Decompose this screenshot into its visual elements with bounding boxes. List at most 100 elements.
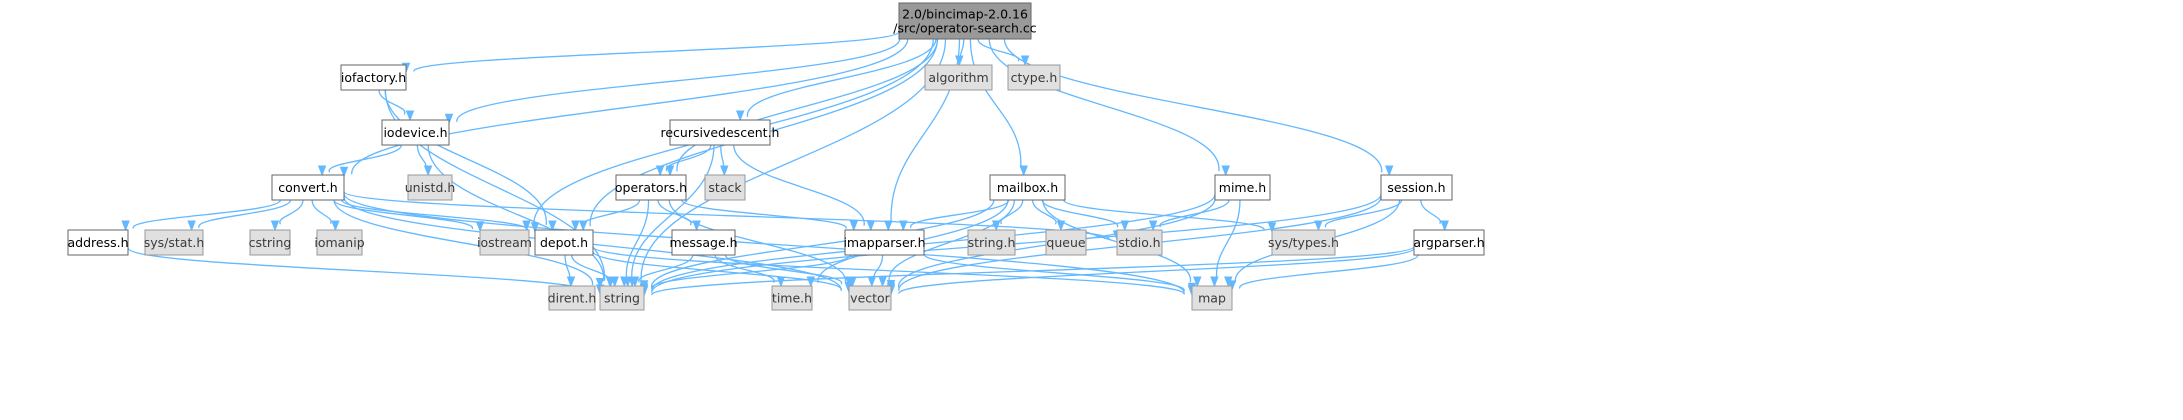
node-label: address.h <box>67 235 128 250</box>
edge-line <box>898 247 1415 295</box>
edge-line <box>651 254 851 290</box>
edge-arrowhead <box>1384 165 1394 177</box>
edge-line <box>1325 199 1403 228</box>
edge-depot_h-to-dirent_h <box>564 254 576 288</box>
edge-iofactory_h-to-iodevice_h <box>378 89 415 122</box>
node-label: unistd.h <box>405 180 456 195</box>
edge-root-to-mailbox_h <box>969 38 1028 177</box>
node-box <box>316 229 363 256</box>
edge-convert_h-to-string <box>333 199 605 289</box>
edge-line <box>378 89 406 115</box>
edge-arrowhead <box>878 276 887 288</box>
edge-line <box>988 38 1220 172</box>
edge-arrowhead <box>566 276 576 288</box>
node-mailbox-h[interactable]: mailbox.h <box>989 174 1066 201</box>
edge-line <box>351 38 909 175</box>
edge-line <box>724 254 842 285</box>
node-root[interactable]: 2.0/bincimap-2.0.16/src/operator-search.… <box>893 2 1037 40</box>
edge-operators_h-to-string <box>620 199 650 288</box>
node-label: convert.h <box>278 180 337 195</box>
node-label: stack <box>708 180 742 195</box>
edge-line <box>1420 199 1441 225</box>
node-box <box>144 229 204 256</box>
node-iofactory-h[interactable]: iofactory.h <box>340 64 407 91</box>
edge-argparser_h-to-map <box>1227 254 1419 292</box>
edge-arrowhead <box>1120 220 1130 232</box>
edge-line <box>959 38 965 58</box>
edge-convert_h-to-iomanip <box>311 199 340 232</box>
edge-line <box>1063 199 1265 232</box>
edge-root-to-ctype_h <box>977 38 1030 67</box>
node-box <box>844 229 925 256</box>
edge-root-to-mime_h <box>988 38 1230 177</box>
node-label: string.h <box>968 235 1016 250</box>
node-argparser-h[interactable]: argparser.h <box>1413 229 1485 256</box>
edge-line <box>977 38 1020 62</box>
edge-arrowhead <box>339 166 349 178</box>
edge-arrowhead <box>849 220 859 232</box>
edge-mailbox_h-to-queue <box>1031 199 1066 232</box>
edge-root-to-session_h <box>1003 38 1394 177</box>
edge-convert_h-to-address_h <box>121 199 282 232</box>
node-label: sys/types.h <box>1268 235 1339 250</box>
node-box <box>67 229 129 256</box>
node-label: /src/operator-search.cc <box>893 21 1037 36</box>
node-iodevice-h[interactable]: iodevice.h <box>381 119 450 146</box>
node-address-h[interactable]: address.h <box>67 229 129 256</box>
node-box <box>848 285 892 311</box>
node-recursivedescent-h[interactable]: recursivedescent.h <box>661 119 780 146</box>
edge-message_h-to-vector <box>724 254 854 288</box>
edge-session_h-to-argparser_h <box>1420 199 1449 232</box>
edge-line <box>676 38 939 172</box>
node-convert-h[interactable]: convert.h <box>271 174 345 201</box>
edge-arrowhead <box>776 276 786 288</box>
edge-line <box>873 254 884 279</box>
node-box <box>771 285 813 311</box>
edge-arrowhead <box>1440 220 1449 232</box>
node-session-h[interactable]: session.h <box>1380 174 1453 201</box>
edge-line <box>720 144 725 168</box>
edges-layer <box>121 31 1449 297</box>
edge-line <box>333 199 594 286</box>
edge-line <box>888 199 1016 282</box>
node-message-h[interactable]: message.h <box>669 229 738 256</box>
node-operators-h[interactable]: operators.h <box>615 174 687 201</box>
edge-line <box>1041 199 1118 228</box>
edge-line <box>413 31 900 73</box>
node-depot-h[interactable]: depot.h <box>534 229 594 256</box>
node-box <box>1007 64 1061 91</box>
edge-arrowhead <box>522 220 531 232</box>
edge-line <box>746 38 937 118</box>
edge-line <box>311 199 332 225</box>
edge-line <box>651 245 1415 296</box>
edge-line <box>427 144 605 282</box>
node-vector: vector <box>848 285 892 311</box>
node-imapparser-h[interactable]: imapparser.h <box>843 229 926 256</box>
node-box <box>669 119 771 146</box>
edge-line <box>668 199 846 283</box>
edge-message_h-to-time_h <box>714 254 786 288</box>
edge-arrowhead <box>1210 276 1219 288</box>
edge-arrowhead <box>884 220 893 232</box>
node-box <box>1045 229 1087 256</box>
node-box <box>599 285 645 311</box>
edge-line <box>681 199 847 230</box>
node-box <box>407 174 453 201</box>
node-algorithm: algorithm <box>924 64 993 91</box>
edge-root-to-operators_h <box>665 38 939 177</box>
edge-arrowhead <box>1221 165 1230 177</box>
edge-arrowhead <box>1019 165 1028 177</box>
edge-line <box>638 254 694 283</box>
node-mime-h[interactable]: mime.h <box>1214 174 1271 201</box>
node-sys-types-h: sys/types.h <box>1268 229 1339 256</box>
node-box <box>249 229 291 256</box>
node-label: depot.h <box>540 235 588 250</box>
edge-line <box>279 199 304 225</box>
node-box <box>534 229 594 256</box>
node-label: ctype.h <box>1011 70 1058 85</box>
edge-line <box>132 199 282 230</box>
edge-arrowhead <box>317 165 327 177</box>
node-sys-stat-h: sys/stat.h <box>144 229 204 256</box>
node-label: dirent.h <box>548 291 597 306</box>
edge-arrowhead <box>548 220 557 232</box>
